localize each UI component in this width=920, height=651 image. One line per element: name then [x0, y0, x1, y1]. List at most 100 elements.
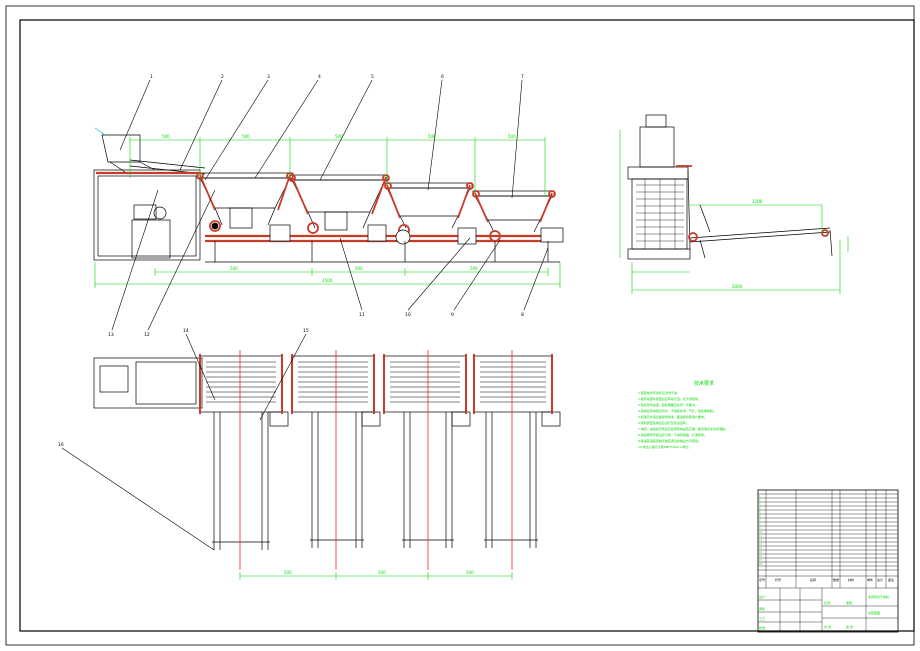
- callout-2: 2: [221, 74, 224, 80]
- tb-row-9: 9: [759, 527, 761, 530]
- dim-front-top-5: 500: [508, 134, 516, 139]
- callout-6: 6: [441, 74, 444, 80]
- tb-row-13: 13: [759, 543, 763, 546]
- plan-red-rails: [199, 354, 553, 414]
- technical-notes: 技术要求 1.装配前所有零件应清洗干净。 2.各传动部件装配后应转动灵活，无卡滞…: [638, 380, 728, 449]
- note-line-4: 4.各焊接件焊缝应均匀，不得有夹渣、气孔、裂纹等缺陷。: [638, 408, 716, 413]
- note-line-10: 10.未注公差尺寸按GB/T1804-m执行。: [638, 444, 692, 449]
- plan-dimension-lines: [239, 572, 513, 580]
- callout-1: 1: [150, 74, 153, 80]
- note-line-5: 5.机架及外露表面涂防锈漆，面漆颜色按用户要求。: [638, 414, 707, 419]
- sign-process: 工艺: [759, 616, 765, 621]
- side-view-hatch: [636, 179, 684, 249]
- callout-labels: 1 2 3 4 5 6 7 8 9 10 11 12 13 14 15 16: [58, 74, 524, 448]
- dim-plan-2: 500: [378, 570, 386, 575]
- tb-row-15: 15: [759, 551, 763, 554]
- tb-header-qty: 数量: [833, 577, 839, 582]
- tb-row-1: 1: [759, 495, 761, 498]
- callout-7: 7: [521, 74, 524, 80]
- sign-design: 设计: [759, 594, 765, 599]
- plan-view: 500 500 500: [93, 350, 561, 580]
- callout-8: 8: [521, 312, 524, 318]
- sheet-scale: 比例: [824, 600, 830, 605]
- side-view: 1200 2000: [619, 114, 849, 294]
- front-dimension-texts: 500 500 500 500 500 500 500 500 3500: [162, 134, 516, 283]
- tb-header-unit: 单件: [867, 577, 873, 582]
- sign-review: 审核: [759, 606, 765, 611]
- callout-3: 3: [267, 74, 270, 80]
- leader-lines: [61, 79, 549, 551]
- drying-chamber-1: [197, 172, 294, 229]
- tb-row-11: 11: [759, 535, 763, 538]
- dim-side-width: 1200: [752, 199, 763, 204]
- callout-15: 15: [303, 328, 309, 334]
- callout-13: 13: [108, 332, 114, 338]
- dim-front-bottom-3: 500: [470, 266, 478, 271]
- feed-machine-base: [93, 169, 201, 261]
- callout-16: 16: [58, 442, 64, 448]
- sheet-current: 第 张: [846, 624, 853, 629]
- inner-frame: [19, 19, 915, 632]
- front-view: 500 500 500 500 500 500 500 500 3500: [93, 127, 564, 288]
- front-dimension-lines: [94, 137, 561, 288]
- dim-front-top-3: 500: [335, 134, 343, 139]
- chamber-frame-red: [196, 172, 556, 242]
- notes-title: 技术要求: [694, 380, 714, 387]
- callout-12: 12: [144, 332, 150, 338]
- callout-4: 4: [318, 74, 321, 80]
- tb-row-4: 4: [759, 507, 761, 510]
- callout-9: 9: [451, 312, 454, 318]
- tb-row-17: 17: [759, 559, 763, 562]
- tb-row-2: 2: [759, 499, 761, 502]
- note-line-9: 9.各温区温度控制系统应调试合格后方可使用。: [638, 438, 701, 443]
- drive-motors: [211, 222, 564, 245]
- tb-header-no: 序号: [759, 577, 765, 582]
- callout-5: 5: [371, 74, 374, 80]
- tb-row-12: 12: [759, 539, 763, 542]
- tb-row-5: 5: [759, 511, 761, 514]
- plan-support-legs: [212, 412, 538, 550]
- dim-front-bottom-1: 500: [230, 266, 238, 271]
- tb-row-3: 3: [759, 503, 761, 506]
- tb-row-14: 14: [759, 547, 763, 550]
- dim-front-overall: 3500: [322, 278, 333, 283]
- callout-14: 14: [183, 328, 189, 334]
- callout-10: 10: [405, 312, 411, 318]
- note-line-7: 7.电机、减速机安装后应检查转向是否正确，各润滑点加注润滑脂。: [638, 426, 728, 431]
- drawing-name: 多层带式干燥机: [868, 594, 889, 599]
- tb-row-10: 10: [759, 531, 763, 534]
- sheet-total: 共 张: [824, 624, 831, 629]
- sign-approve: 批准: [759, 625, 765, 630]
- tb-row-18: 18: [759, 563, 763, 566]
- note-line-8: 8.输送网带安装后应平整，不得有跑偏、打滑现象。: [638, 432, 707, 437]
- tb-row-8: 8: [759, 523, 761, 526]
- callout-11: 11: [359, 312, 365, 318]
- dim-front-top-4: 500: [428, 134, 436, 139]
- tb-header-code: 代号: [775, 577, 781, 582]
- dim-plan-3: 500: [466, 570, 474, 575]
- support-legs: [205, 241, 560, 263]
- dim-plan-1: 500: [284, 570, 292, 575]
- sheet-weight: 重量: [846, 600, 852, 605]
- dim-front-bottom-2: 500: [355, 266, 363, 271]
- dim-front-top-1: 500: [162, 134, 170, 139]
- note-line-2: 2.各传动部件装配后应转动灵活，无卡滞现象。: [638, 396, 701, 401]
- plan-center-lines: [239, 350, 513, 570]
- dim-side-overall: 2000: [732, 284, 743, 289]
- note-line-6: 6.整机装配完成后应进行空载试运转。: [638, 420, 689, 425]
- tb-row-7: 7: [759, 519, 761, 522]
- title-block: 1 2 3 4 5 6 7 8 9 10 11 12 13 14 15 16 1…: [757, 489, 899, 633]
- tb-row-6: 6: [759, 515, 761, 518]
- tb-header-name: 名称: [810, 577, 816, 582]
- plan-mesh-lines: [206, 361, 546, 403]
- tb-header-material: 材料: [848, 577, 854, 582]
- tb-header-total: 总计: [877, 577, 883, 582]
- tb-row-16: 16: [759, 555, 763, 558]
- note-line-3: 3.链条张紧适度，链轮端面应在同一平面内。: [638, 402, 698, 407]
- side-dimension-lines: [619, 130, 849, 294]
- drawing-number: 总装配图: [868, 610, 880, 615]
- tb-header-remark: 备注: [888, 577, 894, 582]
- dim-front-top-2: 500: [242, 134, 250, 139]
- note-line-1: 1.装配前所有零件应清洗干净。: [638, 390, 680, 395]
